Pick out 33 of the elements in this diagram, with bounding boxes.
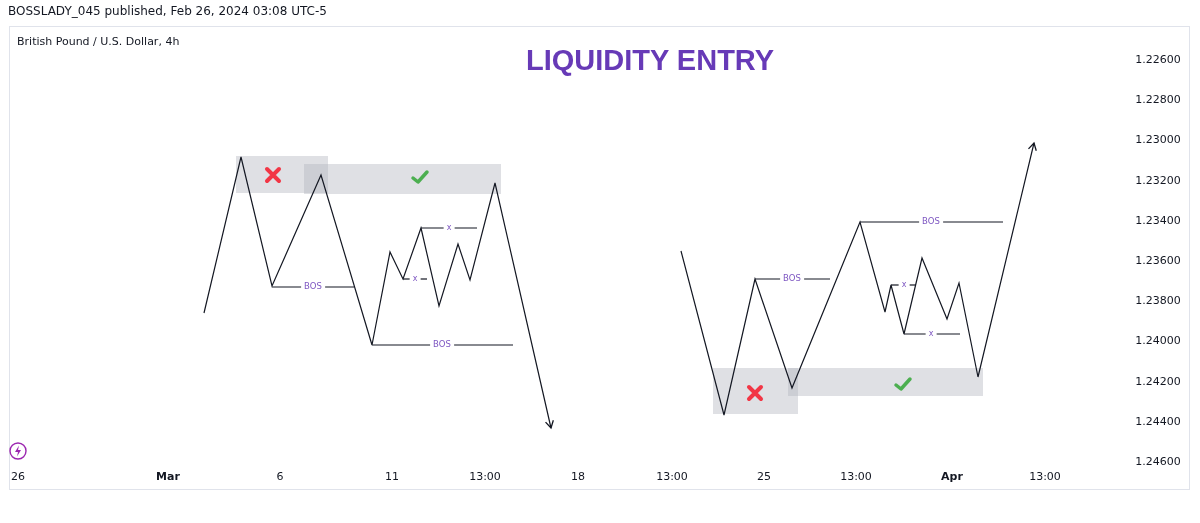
bos-label: BOS xyxy=(919,217,943,227)
time-tick-label: 25 xyxy=(757,470,771,484)
instrument-text: British Pound / U.S. Dollar, 4h xyxy=(17,35,180,49)
time-tick-label: 13:00 xyxy=(656,470,688,484)
time-tick-label: 13:00 xyxy=(840,470,872,484)
time-tick-label: 6 xyxy=(276,470,284,484)
x-label: x xyxy=(443,223,455,233)
time-tick-label: 26 xyxy=(11,470,25,484)
time-tick-label: 13:00 xyxy=(1029,470,1061,484)
bos-label: BOS xyxy=(301,282,325,292)
time-tick-label: 11 xyxy=(385,470,399,484)
price-tick-label: 1.22600 xyxy=(1135,53,1181,67)
time-tick-label: 18 xyxy=(571,470,585,484)
price-tick-label: 1.22800 xyxy=(1135,93,1181,107)
price-tick-label: 1.23800 xyxy=(1135,294,1181,308)
price-tick-label: 1.23400 xyxy=(1135,214,1181,228)
x-label: x xyxy=(409,274,421,284)
price-tick-label: 1.23200 xyxy=(1135,174,1181,187)
time-tick-label: Apr xyxy=(941,470,963,484)
x-label: x xyxy=(925,329,937,339)
price-tick-label: 1.23600 xyxy=(1135,254,1181,268)
chart-title: LIQUIDITY ENTRY xyxy=(525,44,775,78)
time-tick-label: Mar xyxy=(156,470,180,484)
time-tick-label: 13:00 xyxy=(469,470,501,484)
price-tick-label: 1.23000 xyxy=(1135,134,1181,147)
publish-info-text: BOSSLADY_045 published, Feb 26, 2024 03:08 UTC-5 xyxy=(8,5,327,19)
price-tick-label: 1.24200 xyxy=(1135,375,1181,388)
bos-label: BOS xyxy=(780,274,804,284)
bos-label: BOS xyxy=(430,340,454,350)
price-tick-label: 1.24600 xyxy=(1135,455,1181,469)
price-tick-label: 1.24000 xyxy=(1135,335,1181,348)
price-tick-label: 1.24400 xyxy=(1135,415,1181,429)
x-label: x xyxy=(898,280,910,290)
